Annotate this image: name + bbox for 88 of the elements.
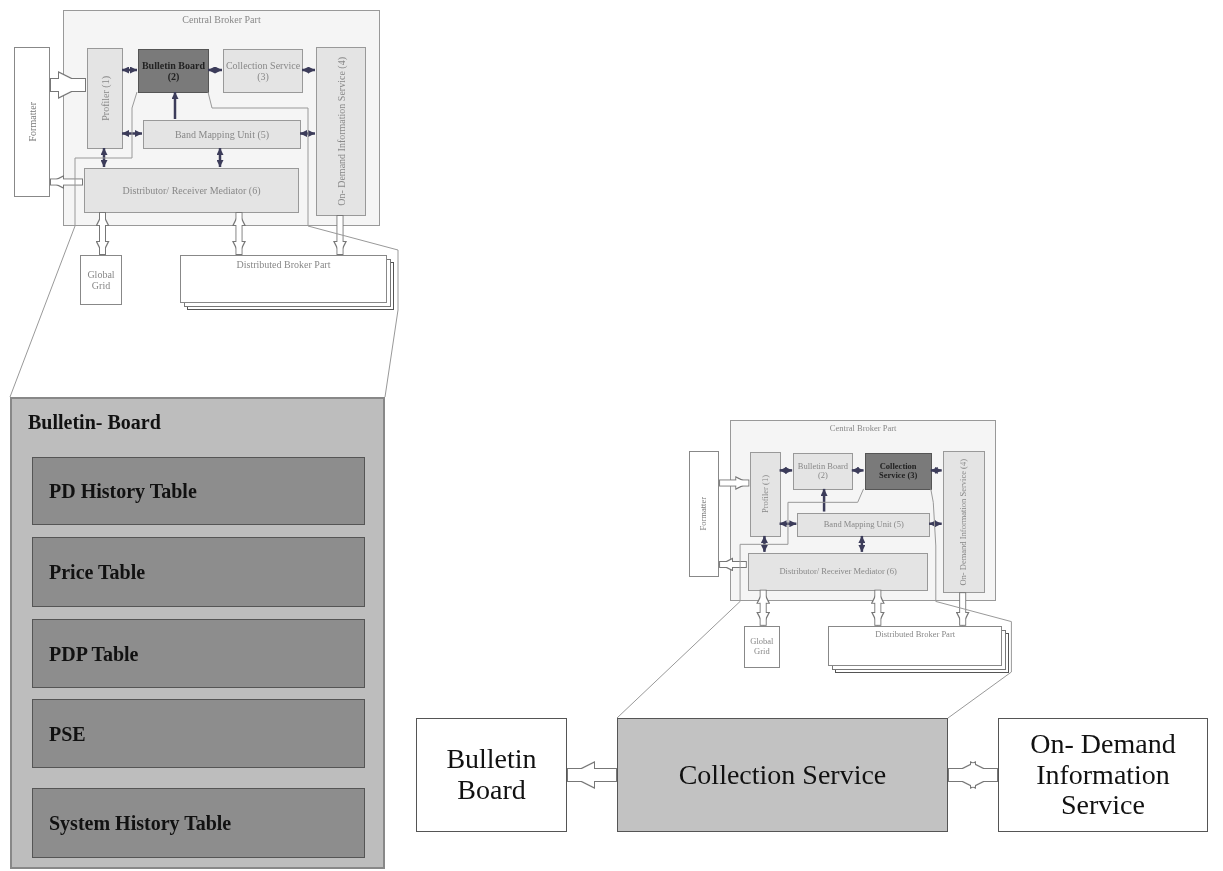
box-label: Price Table bbox=[49, 561, 146, 583]
zoom-line bbox=[9, 91, 138, 398]
box-label: Band Mapping Unit (5) bbox=[823, 520, 904, 530]
arrow bbox=[302, 66, 315, 74]
component-box bbox=[80, 255, 122, 305]
arrow bbox=[100, 148, 108, 167]
hollow-arrow bbox=[719, 476, 750, 490]
hollow-arrow bbox=[567, 761, 617, 789]
hollow-arrow bbox=[333, 215, 347, 255]
box-label: Bulletin Board (2) bbox=[796, 462, 850, 481]
hollow-arrow bbox=[50, 71, 86, 99]
arrow bbox=[858, 535, 866, 552]
group-panel bbox=[63, 10, 380, 226]
box-label: System History Table bbox=[49, 812, 232, 834]
box-label: Global Grid bbox=[749, 637, 775, 657]
component-box bbox=[942, 451, 985, 594]
hollow-arrow bbox=[232, 212, 246, 255]
component-box bbox=[143, 120, 301, 149]
box-label: On- Demand Information Service (4) bbox=[335, 57, 347, 206]
component-box bbox=[747, 552, 929, 591]
hollow-arrow bbox=[719, 557, 747, 572]
zoom-line bbox=[930, 488, 1012, 719]
group-panel bbox=[730, 420, 997, 602]
highlighted-box bbox=[864, 452, 932, 490]
table-box bbox=[32, 537, 365, 607]
hollow-arrow bbox=[756, 589, 771, 626]
box-label: Formatter bbox=[699, 497, 709, 531]
box-label: Bulletin Board (2) bbox=[140, 60, 207, 82]
hollow-arrow bbox=[948, 761, 998, 789]
arrow bbox=[760, 535, 768, 552]
box-label: On- Demand Information Service bbox=[1029, 728, 1177, 822]
box-label: Bulletin Board bbox=[445, 744, 538, 806]
box-label: Global Grid bbox=[86, 269, 116, 291]
box-label: Central Broker Part bbox=[182, 14, 261, 25]
component-box bbox=[87, 48, 123, 149]
box-label: Distributed Broker Part bbox=[236, 259, 331, 270]
table-box bbox=[32, 788, 365, 858]
arrow bbox=[300, 130, 315, 137]
arrow bbox=[122, 130, 142, 137]
box-label: Profiler (1) bbox=[99, 76, 111, 121]
component-box bbox=[793, 452, 853, 490]
hollow-arrow bbox=[955, 592, 970, 626]
component-box bbox=[84, 168, 299, 213]
zoom-line bbox=[207, 91, 399, 398]
arrow bbox=[216, 148, 224, 167]
box-label: Collection Service (3) bbox=[877, 462, 919, 481]
table-box bbox=[32, 457, 365, 525]
box-label: Band Mapping Unit (5) bbox=[174, 129, 270, 140]
component-box bbox=[316, 47, 366, 216]
component-box bbox=[688, 451, 720, 578]
box-label: On- Demand Information Service (4) bbox=[959, 458, 969, 586]
box-label: Distributor/ Receiver Mediator (6) bbox=[779, 567, 897, 577]
box-label: Distributor/ Receiver Mediator (6) bbox=[122, 185, 261, 196]
table-box bbox=[32, 619, 365, 688]
component-box bbox=[744, 625, 780, 668]
arrow bbox=[779, 466, 793, 474]
box-label: Bulletin- Board bbox=[28, 411, 161, 433]
highlighted-box bbox=[617, 718, 948, 832]
component-box bbox=[998, 718, 1208, 832]
zoom-line bbox=[616, 488, 865, 719]
box-label: Central Broker Part bbox=[829, 424, 897, 434]
hollow-arrow bbox=[95, 212, 110, 255]
highlighted-box bbox=[138, 49, 209, 93]
arrow bbox=[930, 466, 942, 474]
hollow-arrow bbox=[50, 175, 83, 189]
component-box bbox=[416, 718, 567, 832]
arrow bbox=[171, 92, 179, 119]
component-box bbox=[14, 47, 50, 197]
table-box bbox=[32, 699, 365, 768]
hollow-arrow bbox=[870, 589, 885, 626]
box-label: Collection Service (3) bbox=[225, 60, 301, 82]
arrow bbox=[929, 520, 942, 528]
arrow bbox=[851, 466, 864, 474]
box-label: PSE bbox=[49, 722, 86, 745]
arrow bbox=[779, 520, 797, 528]
component-box bbox=[750, 452, 781, 537]
component-box bbox=[797, 512, 931, 537]
table-group-panel bbox=[10, 397, 385, 869]
box-label: PDP Table bbox=[49, 642, 139, 665]
arrow bbox=[122, 66, 137, 74]
box-label: Distributed Broker Part bbox=[875, 629, 956, 640]
box-label: Profiler (1) bbox=[760, 475, 771, 514]
arrow bbox=[820, 488, 828, 512]
component-box bbox=[223, 49, 303, 93]
arrow bbox=[208, 66, 222, 74]
box-label: Formatter bbox=[26, 102, 38, 142]
box-label: Collection Service bbox=[678, 759, 887, 791]
box-label: PD History Table bbox=[49, 480, 197, 502]
